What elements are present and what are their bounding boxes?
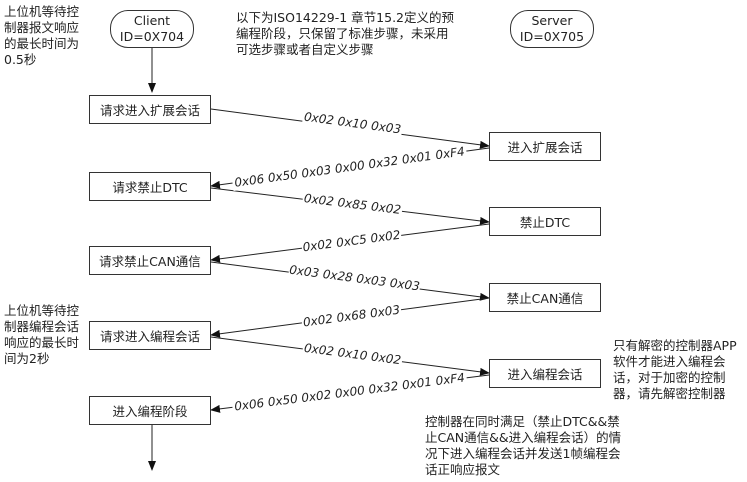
client-actor: Client ID=0X704 (110, 10, 194, 48)
message-label-8: 0x06 0x50 0x02 0x00 0x32 0x01 0xF4 (233, 371, 465, 414)
programming-timeout-note: 上位机等待控 制器编程会话 响应的最长时 间为2秒 (4, 303, 80, 366)
message-label-5: 0x03 0x28 0x03 0x03 (288, 263, 420, 294)
condition-note: 控制器在同时满足（禁止DTC&&禁 止CAN通信&&进入编程会话）的情 况下进入… (425, 414, 622, 477)
client-timeout-note: 上位机等待控 制器报文响应 的最长时间为 0.5秒 (4, 4, 80, 67)
message-label-3: 0x02 0x85 0x02 (303, 191, 402, 217)
server-step-disable-can: 禁止CAN通信 (489, 283, 601, 312)
message-label-7: 0x02 0x10 0x02 (303, 341, 402, 367)
server-name: Server (531, 13, 573, 28)
decrypt-note: 只有解密的控制器APP 软件才能进入编程会 话，对于加密的控制 器，请先解密控制… (613, 338, 737, 401)
client-step-programming-phase: 进入编程阶段 (89, 396, 211, 425)
client-id: ID=0X704 (119, 29, 185, 44)
client-step-extended-session: 请求进入扩展会话 (89, 95, 211, 124)
server-id: ID=0X705 (519, 29, 585, 44)
client-step-programming-session: 请求进入编程会话 (89, 321, 211, 350)
server-actor: Server ID=0X705 (510, 10, 594, 48)
message-label-2: 0x06 0x50 0x03 0x00 0x32 0x01 0xF4 (233, 144, 465, 189)
message-label-6: 0x02 0x68 0x03 (302, 303, 401, 330)
client-step-disable-can: 请求禁止CAN通信 (89, 246, 211, 275)
client-name: Client (133, 13, 171, 28)
server-step-extended-session: 进入扩展会话 (489, 132, 601, 161)
message-label-1: 0x02 0x10 0x03 (303, 110, 402, 137)
server-step-programming-session: 进入编程会话 (489, 359, 601, 388)
client-step-disable-dtc: 请求禁止DTC (89, 172, 211, 201)
intro-note: 以下为ISO14229-1 章节15.2定义的预 编程阶段，只保留了标准步骤，未… (236, 10, 454, 57)
server-step-disable-dtc: 禁止DTC (489, 207, 601, 236)
message-label-4: 0x02 0xC5 0x02 (302, 228, 401, 255)
